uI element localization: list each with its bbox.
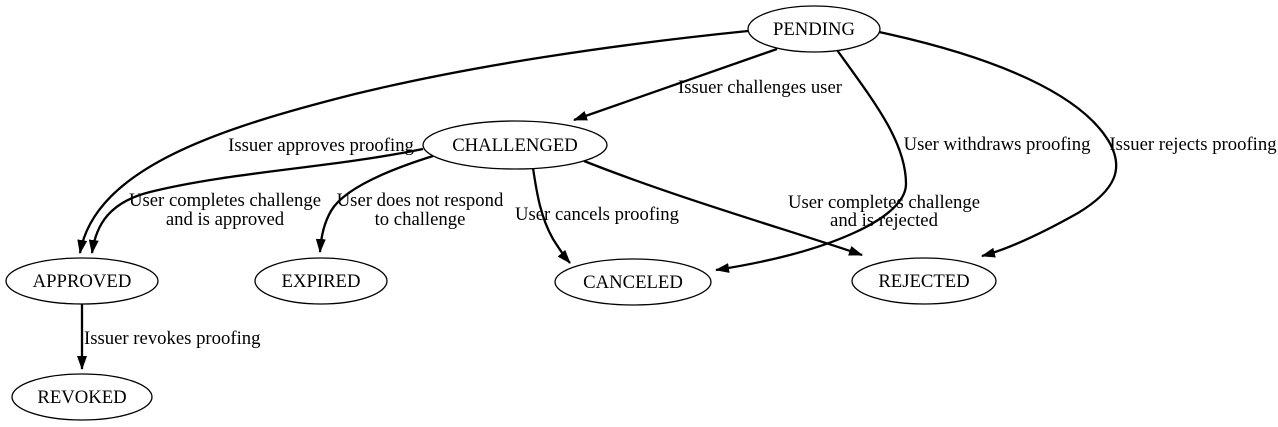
edges-layer bbox=[77, 29, 1118, 370]
edge-label-completes-approved-line2: and is approved bbox=[166, 209, 285, 230]
approved-ellipse bbox=[5, 257, 159, 305]
nodes-layer: PENDING CHALLENGED APPROVED EXPIRED CANC… bbox=[5, 5, 997, 421]
edge-label-issuer-revokes-proofing: Issuer revokes proofing bbox=[84, 328, 260, 349]
canceled-ellipse bbox=[554, 258, 712, 306]
edge-label-completes-rejected-line2: and is rejected bbox=[830, 210, 939, 231]
revoked-ellipse bbox=[11, 373, 153, 421]
edge-challenged-expired bbox=[315, 154, 434, 253]
state-node-approved: APPROVED bbox=[5, 257, 159, 305]
approved-label: APPROVED bbox=[33, 271, 132, 292]
edge-challenged-approved bbox=[88, 147, 424, 254]
expired-ellipse bbox=[254, 257, 388, 305]
edge-label-no-respond-line1: User does not respond bbox=[337, 190, 504, 211]
edge-label-issuer-challenges-user: Issuer challenges user bbox=[678, 77, 843, 98]
state-node-expired: EXPIRED bbox=[254, 257, 388, 305]
pending-ellipse bbox=[747, 5, 881, 53]
challenged-label: CHALLENGED bbox=[452, 135, 578, 156]
edge-pending-rejected bbox=[878, 30, 1118, 258]
canceled-label: CANCELED bbox=[583, 272, 683, 293]
edge-challenged-rejected bbox=[583, 159, 863, 257]
edge-label-user-cancels-proofing: User cancels proofing bbox=[515, 204, 679, 225]
edge-labels-layer: Issuer challenges user Issuer approves p… bbox=[84, 77, 1277, 349]
edge-pending-approved bbox=[77, 29, 749, 254]
edge-label-issuer-approves-proofing: Issuer approves proofing bbox=[228, 135, 414, 156]
state-node-canceled: CANCELED bbox=[554, 258, 712, 306]
state-node-revoked: REVOKED bbox=[11, 373, 153, 421]
edge-label-issuer-rejects-proofing: Issuer rejects proofing bbox=[1109, 134, 1276, 155]
challenged-ellipse bbox=[422, 120, 608, 170]
state-node-rejected: REJECTED bbox=[851, 257, 997, 305]
state-node-challenged: CHALLENGED bbox=[422, 120, 608, 170]
pending-label: PENDING bbox=[773, 19, 855, 40]
edge-pending-canceled bbox=[715, 49, 908, 273]
edge-pending-challenged bbox=[573, 47, 778, 122]
edge-challenged-canceled bbox=[531, 167, 571, 264]
edge-label-user-withdraws-proofing: User withdraws proofing bbox=[904, 134, 1091, 155]
edge-label-completes-rejected-line1: User completes challenge bbox=[788, 192, 980, 213]
state-node-pending: PENDING bbox=[747, 5, 881, 53]
edge-label-completes-approved-line1: User completes challenge bbox=[129, 190, 321, 211]
rejected-label: REJECTED bbox=[878, 271, 969, 292]
rejected-ellipse bbox=[851, 257, 997, 305]
revoked-label: REVOKED bbox=[37, 387, 126, 408]
expired-label: EXPIRED bbox=[282, 271, 361, 292]
edge-label-no-respond-line2: to challenge bbox=[375, 209, 466, 230]
